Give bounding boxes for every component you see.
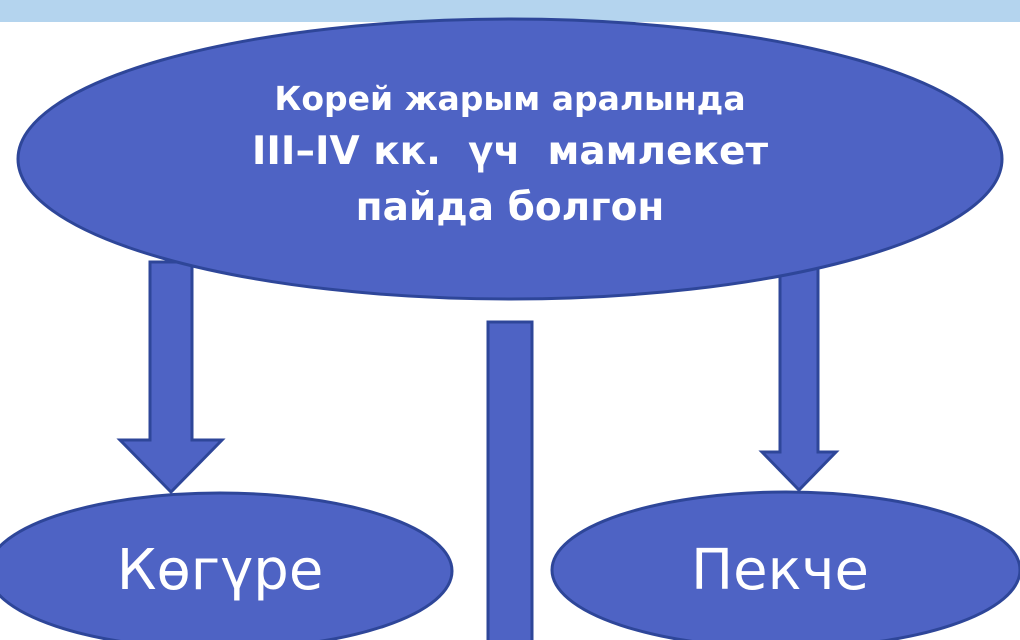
top-band — [0, 0, 1020, 22]
right-node-label: Пекче — [691, 538, 869, 603]
left-node-label: Көгүре — [116, 538, 324, 603]
main-node-line2: III–IV кк. үч мамлекет — [251, 129, 769, 174]
main-node-line3: пайда болгон — [355, 185, 665, 230]
right-node-ellipse — [550, 490, 1020, 640]
center-connector — [486, 320, 534, 640]
main-node-text: Корей жарым аралында III–IV кк. үч мамле… — [150, 74, 870, 236]
left-node-ellipse — [0, 491, 454, 640]
left-arrow — [116, 260, 226, 495]
main-node-line1: Корей жарым аралында — [274, 79, 746, 118]
main-node-ellipse — [16, 17, 1004, 301]
right-arrow — [758, 260, 840, 493]
